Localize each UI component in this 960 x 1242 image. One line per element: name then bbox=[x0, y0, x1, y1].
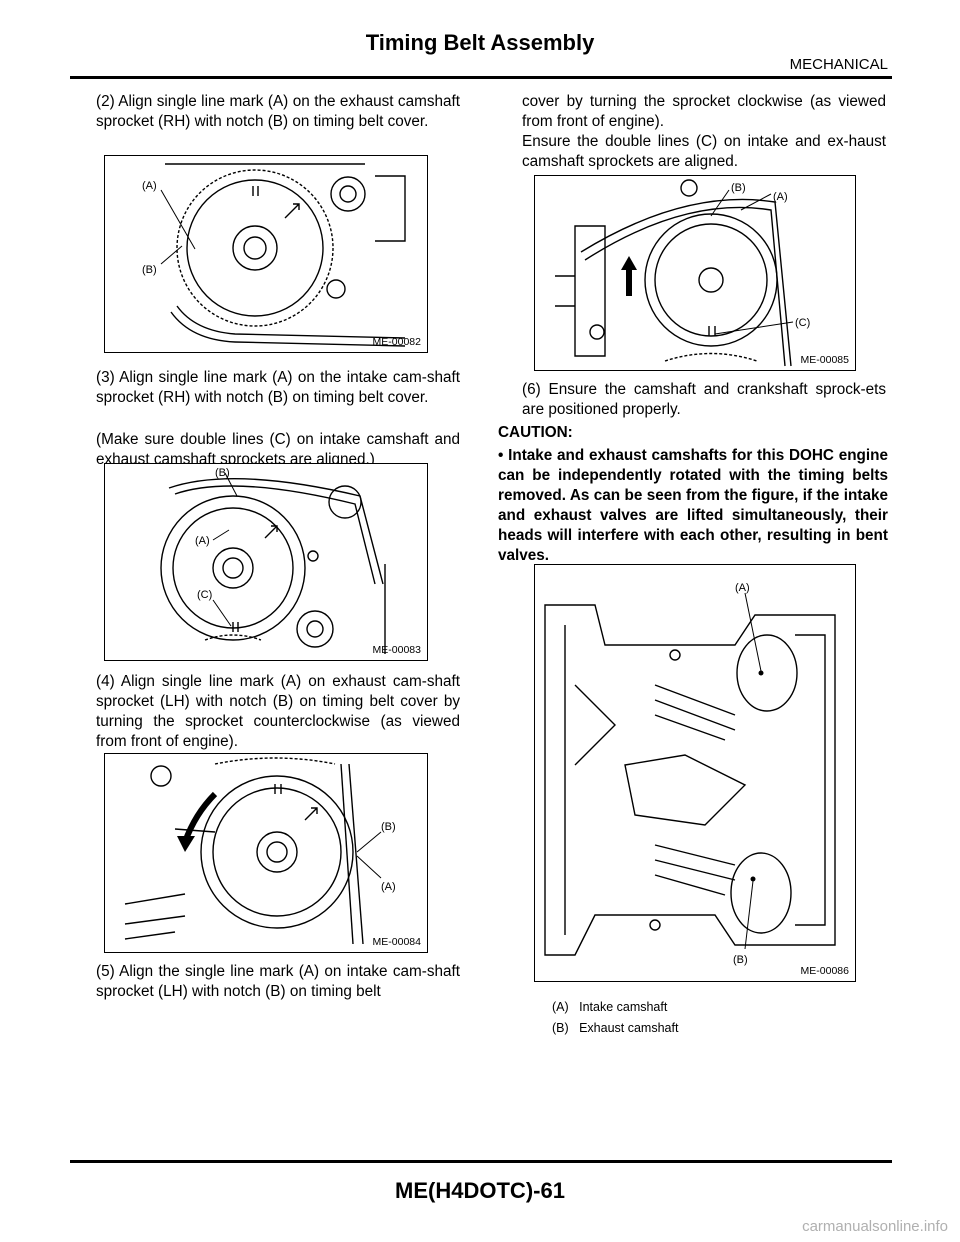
legend-text: Exhaust camshaft bbox=[579, 1021, 679, 1035]
figure-me-00083: (B) (A) (C) ME-00083 bbox=[104, 463, 428, 661]
page-title: Timing Belt Assembly bbox=[365, 30, 595, 55]
callout-b: (B) bbox=[731, 182, 746, 194]
step-3-text: (3) Align single line mark (A) on the in… bbox=[96, 369, 460, 406]
legend-text: Intake camshaft bbox=[579, 1000, 668, 1014]
callout-b: (B) bbox=[733, 954, 748, 966]
callout-a: (A) bbox=[735, 582, 750, 594]
step-5-continued: cover by turning the sprocket clockwise … bbox=[522, 93, 886, 130]
callout-a: (A) bbox=[773, 191, 788, 203]
legend-key: (A) bbox=[552, 1000, 569, 1014]
callout-b: (B) bbox=[215, 467, 230, 479]
callout-b: (B) bbox=[381, 821, 396, 833]
caution-title: CAUTION: bbox=[498, 424, 573, 441]
figure-code: ME-00083 bbox=[372, 644, 421, 656]
callout-c: (C) bbox=[795, 317, 810, 329]
caution-body: Intake and exhaust camshafts for this DO… bbox=[498, 447, 889, 564]
figure-code: ME-00082 bbox=[372, 336, 421, 348]
callout-a: (A) bbox=[142, 180, 157, 192]
callout-a: (A) bbox=[195, 535, 210, 547]
callout-b: (B) bbox=[142, 264, 157, 276]
sprocket-illustration: (B) (A) bbox=[124, 757, 396, 945]
footer-rule bbox=[70, 1160, 892, 1163]
watermark: carmanualsonline.info bbox=[802, 1218, 948, 1235]
page-number: ME(H4DOTC)-61 bbox=[395, 1178, 565, 1203]
legend-key: (B) bbox=[552, 1021, 569, 1035]
callout-a: (A) bbox=[381, 881, 396, 893]
step-4-text: (4) Align single line mark (A) on exhaus… bbox=[96, 673, 460, 750]
figure-me-00084: (B) (A) ME-00084 bbox=[104, 753, 428, 953]
step-2-text: (2) Align single line mark (A) on the ex… bbox=[96, 93, 460, 130]
callout-c: (C) bbox=[197, 589, 212, 601]
figure-me-00085: (B) (A) (C) ME-00085 bbox=[534, 175, 856, 371]
sprocket-illustration: (B) (A) (C) bbox=[160, 467, 386, 654]
figure-me-00086: (A) (B) ME-00086 bbox=[534, 564, 856, 982]
sprocket-illustration: (A) (B) bbox=[142, 163, 406, 347]
cylinder-head-illustration: (A) (B) bbox=[544, 582, 836, 966]
step-5-note: Ensure the double lines (C) on intake an… bbox=[522, 133, 886, 170]
step-5-text: (5) Align the single line mark (A) on in… bbox=[96, 963, 460, 1000]
step-6-text: (6) Ensure the camshaft and crankshaft s… bbox=[522, 381, 886, 418]
legend-item: (B) Exhaust camshaft bbox=[552, 1021, 678, 1035]
sprocket-illustration: (B) (A) (C) bbox=[555, 179, 810, 367]
header-rule bbox=[70, 76, 892, 79]
figure-code: ME-00086 bbox=[800, 965, 849, 977]
legend-item: (A) Intake camshaft bbox=[552, 1000, 667, 1014]
figure-me-00082: (A) (B) ME-00082 bbox=[104, 155, 428, 353]
figure-code: ME-00084 bbox=[372, 936, 421, 948]
caution-bullet: • bbox=[498, 447, 504, 464]
caution-text: • Intake and exhaust camshafts for this … bbox=[498, 446, 888, 566]
figure-code: ME-00085 bbox=[800, 354, 849, 366]
section-name: MECHANICAL bbox=[789, 56, 888, 73]
